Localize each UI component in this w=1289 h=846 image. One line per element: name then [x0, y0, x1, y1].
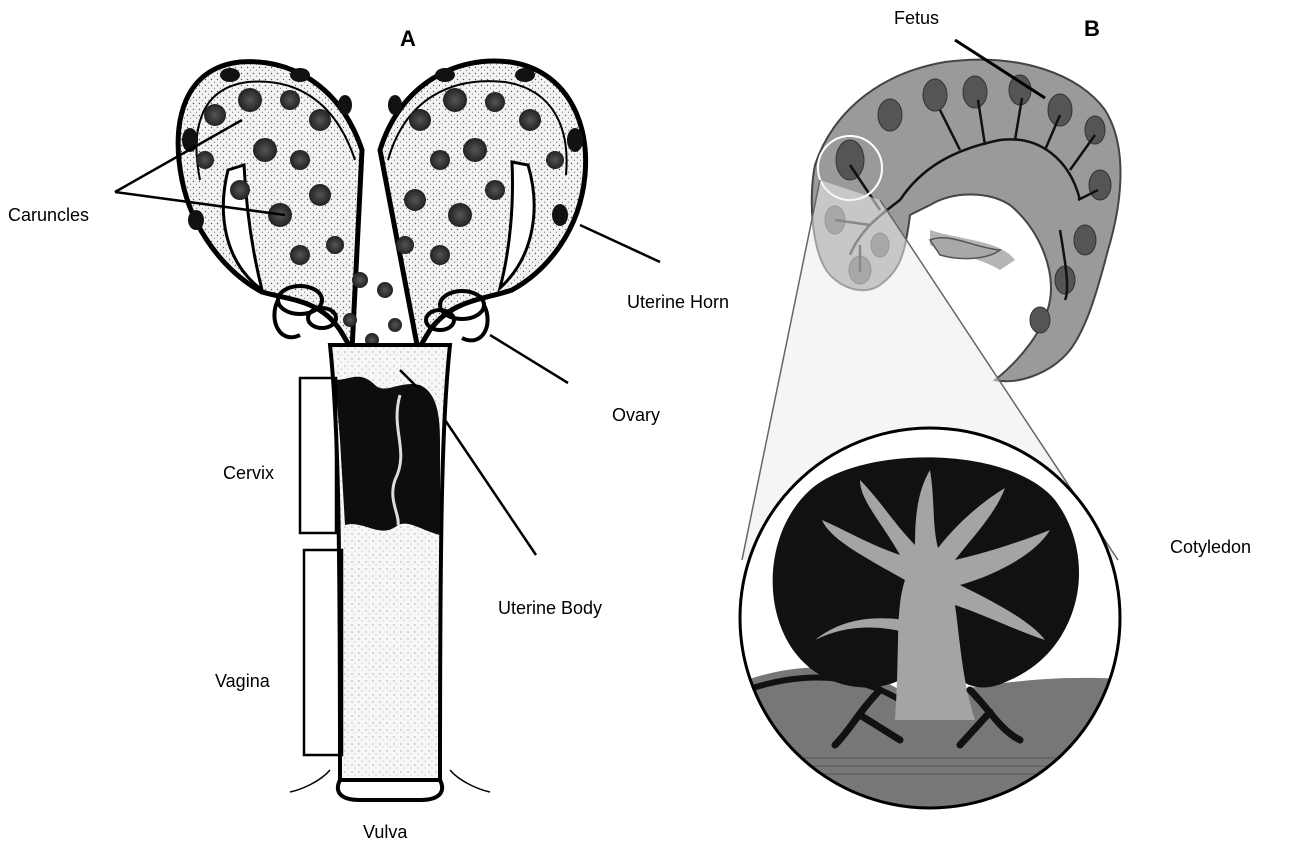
label-fetus: Fetus — [894, 8, 939, 29]
panel-a-label: A — [400, 26, 416, 52]
label-uterine-horn: Uterine Horn — [627, 292, 729, 313]
panel-b-label: B — [1084, 16, 1100, 42]
label-cervix: Cervix — [223, 463, 274, 484]
label-vulva: Vulva — [363, 822, 407, 843]
label-cotyledon: Cotyledon — [1170, 537, 1251, 558]
vagina-bracket — [304, 550, 342, 755]
cervix-dark-region — [335, 377, 440, 535]
fetus-illustration — [720, 60, 1140, 820]
label-caruncles: Caruncles — [8, 205, 89, 226]
vulva-shape — [338, 780, 442, 800]
label-uterine-body: Uterine Body — [498, 598, 602, 619]
label-ovary: Ovary — [612, 405, 660, 426]
left-uterine-horn — [178, 62, 362, 350]
cervix-bracket — [300, 378, 336, 533]
label-vagina: Vagina — [215, 671, 270, 692]
